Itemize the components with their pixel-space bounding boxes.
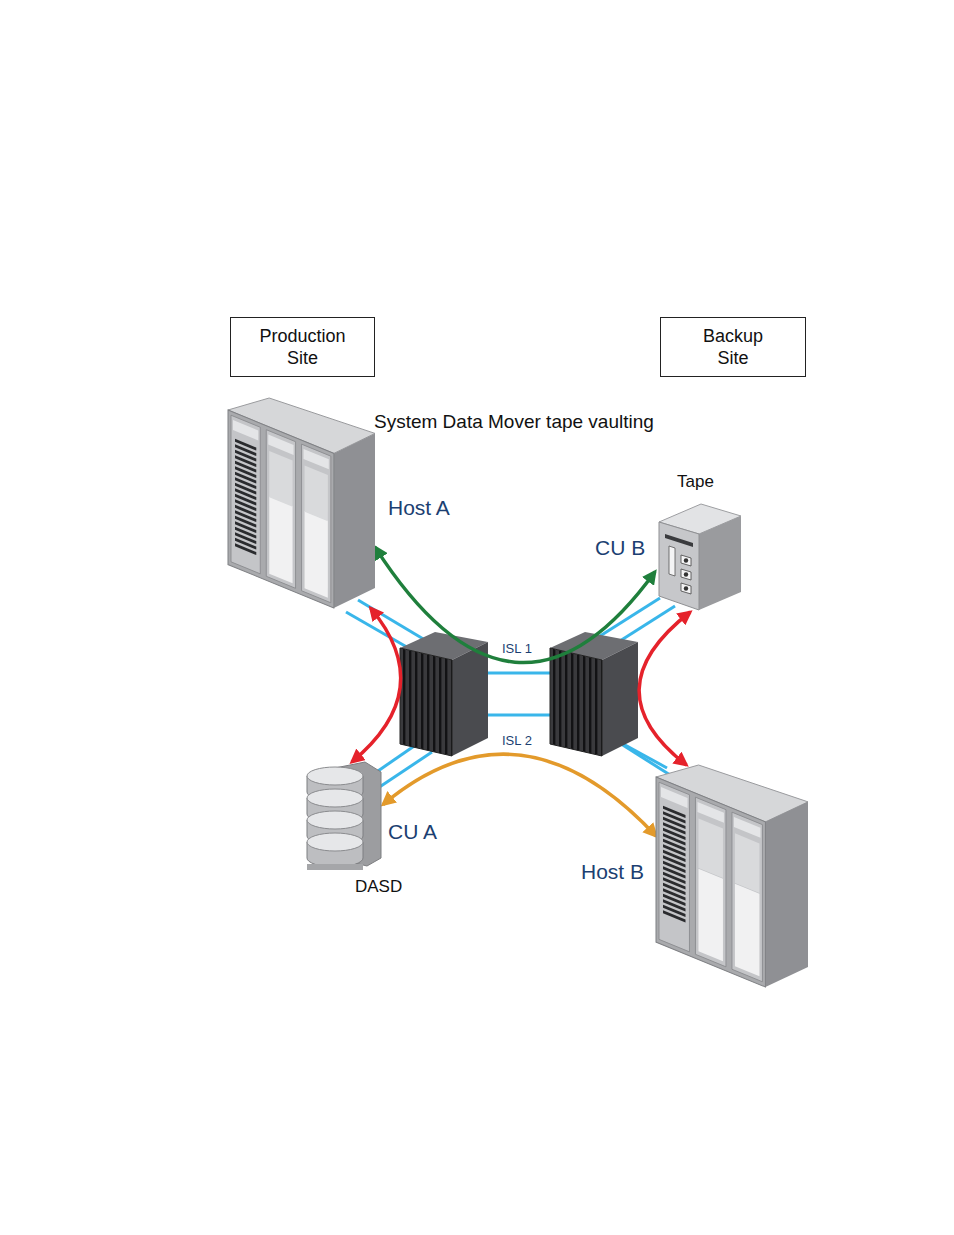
server-node: Host A	[228, 398, 375, 608]
tape-unit	[659, 504, 741, 610]
device-label: DASD	[355, 877, 402, 897]
unit-label: CU B	[595, 536, 645, 560]
site-box: Backup Site	[660, 317, 806, 377]
device-label: Tape	[677, 472, 714, 492]
site-box: Production Site	[230, 317, 375, 377]
rack	[228, 398, 375, 608]
fibre-cable	[346, 598, 678, 792]
dasd-node: CU ADASD	[305, 762, 383, 874]
unit-label: Host B	[581, 860, 644, 884]
site-label: Backup Site	[696, 325, 770, 369]
tape-node: TapeCU B	[655, 500, 743, 612]
data-flow-arrow	[639, 612, 690, 765]
link-label: ISL 2	[500, 733, 534, 748]
data-flow-arrow	[352, 608, 401, 762]
dasd-illustration	[305, 762, 383, 874]
server-node: Host B	[656, 765, 808, 987]
unit-label: Host A	[388, 496, 450, 520]
unit-label: CU A	[388, 820, 437, 844]
fabric-switch	[550, 632, 638, 756]
server-illustration	[656, 765, 808, 987]
server-illustration	[228, 398, 375, 608]
site-label: Production Site	[249, 325, 357, 369]
rack	[656, 765, 808, 987]
tape-illustration	[655, 500, 743, 612]
diagram-title: System Data Mover tape vaulting	[374, 411, 654, 433]
data-flow-arrow	[375, 547, 655, 662]
link-label: ISL 1	[500, 641, 534, 656]
disk-storage	[307, 762, 381, 870]
